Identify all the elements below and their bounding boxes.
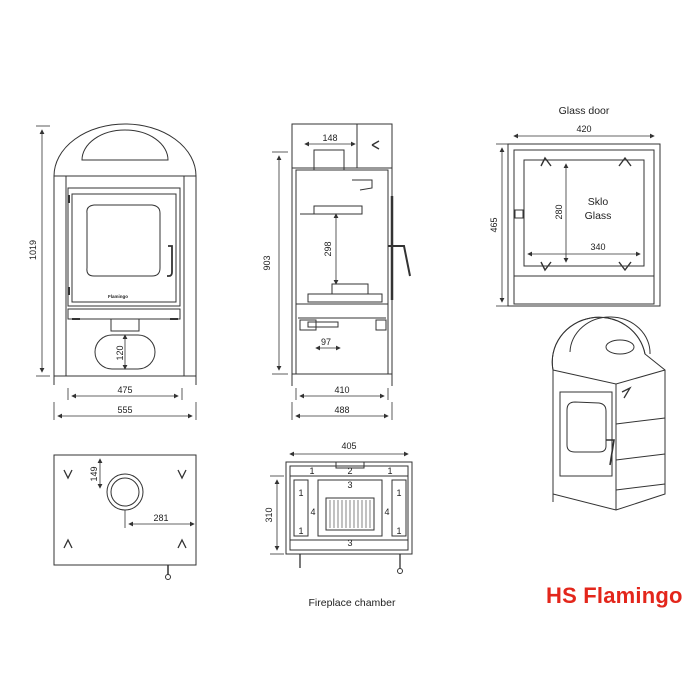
- side-dimensions: [272, 141, 393, 420]
- chamber-part-3-bottom: 3: [347, 538, 352, 548]
- chamber-height-label: 310: [264, 507, 274, 522]
- glass-height-label: 280: [554, 204, 564, 219]
- side-outer-depth-label: 488: [334, 405, 349, 415]
- side-height-label: 903: [262, 255, 272, 270]
- front-dimensions: [36, 125, 197, 420]
- glass-width-label: 340: [590, 242, 605, 252]
- chamber-width-label: 405: [341, 441, 356, 451]
- chamber-part-1-right-low: 1: [396, 526, 401, 536]
- front-nameplate: Flamingo: [108, 294, 128, 299]
- firebox-height-label: 298: [323, 241, 333, 256]
- glass-door-height-label: 465: [489, 217, 499, 232]
- front-door: [67, 187, 181, 307]
- glass-door-view: [507, 143, 661, 307]
- door-handle: [167, 245, 173, 277]
- side-top-width-label: 148: [322, 133, 337, 143]
- side-view: [291, 123, 411, 386]
- chamber-part-1-left: 1: [298, 488, 303, 498]
- glass-label-glass: Glass: [585, 210, 612, 222]
- chamber-dimensions: [270, 451, 409, 555]
- front-outer-width-label: 555: [117, 405, 132, 415]
- top-view-dimensions: [97, 458, 195, 528]
- side-door-handle: [388, 245, 411, 277]
- glass-door-dimensions: [496, 133, 655, 307]
- side-inner-depth-label: 410: [334, 385, 349, 395]
- glass-label-sklo: Sklo: [588, 196, 609, 208]
- ash-height-label: 120: [115, 345, 125, 360]
- glass-door-width-label: 420: [576, 124, 591, 134]
- front-inner-width-label: 475: [117, 385, 132, 395]
- chamber-part-4-left: 4: [310, 507, 315, 517]
- chamber-caption: Fireplace chamber: [309, 597, 396, 609]
- chamber-part-4-right: 4: [384, 507, 389, 517]
- chamber-part-1-left-low: 1: [298, 526, 303, 536]
- brand-logo-text: HS Flamingo: [546, 583, 683, 608]
- chamber-grate: [325, 497, 375, 531]
- stove-3d-view: [551, 316, 666, 511]
- front-height-label: 1019: [28, 240, 38, 260]
- door-glass: [86, 204, 161, 277]
- chamber-view: [285, 461, 413, 574]
- chamber-part-1-right: 1: [396, 488, 401, 498]
- leg-width-label: 97: [321, 337, 331, 347]
- chamber-part-1-right-top: 1: [387, 466, 392, 476]
- chamber-part-2: 2: [347, 466, 352, 476]
- glass-pane: [523, 159, 645, 267]
- chamber-part-3-top: 3: [347, 480, 352, 490]
- stove-body: [53, 175, 197, 377]
- top-offset-x-label: 281: [153, 513, 168, 523]
- glass-door-caption: Glass door: [559, 105, 610, 117]
- side-body: [291, 167, 393, 375]
- stove-dome: [53, 123, 197, 177]
- top-offset-y-label: 149: [89, 466, 99, 481]
- chamber-part-1-left-top: 1: [309, 466, 314, 476]
- flue-outlet: [106, 473, 144, 511]
